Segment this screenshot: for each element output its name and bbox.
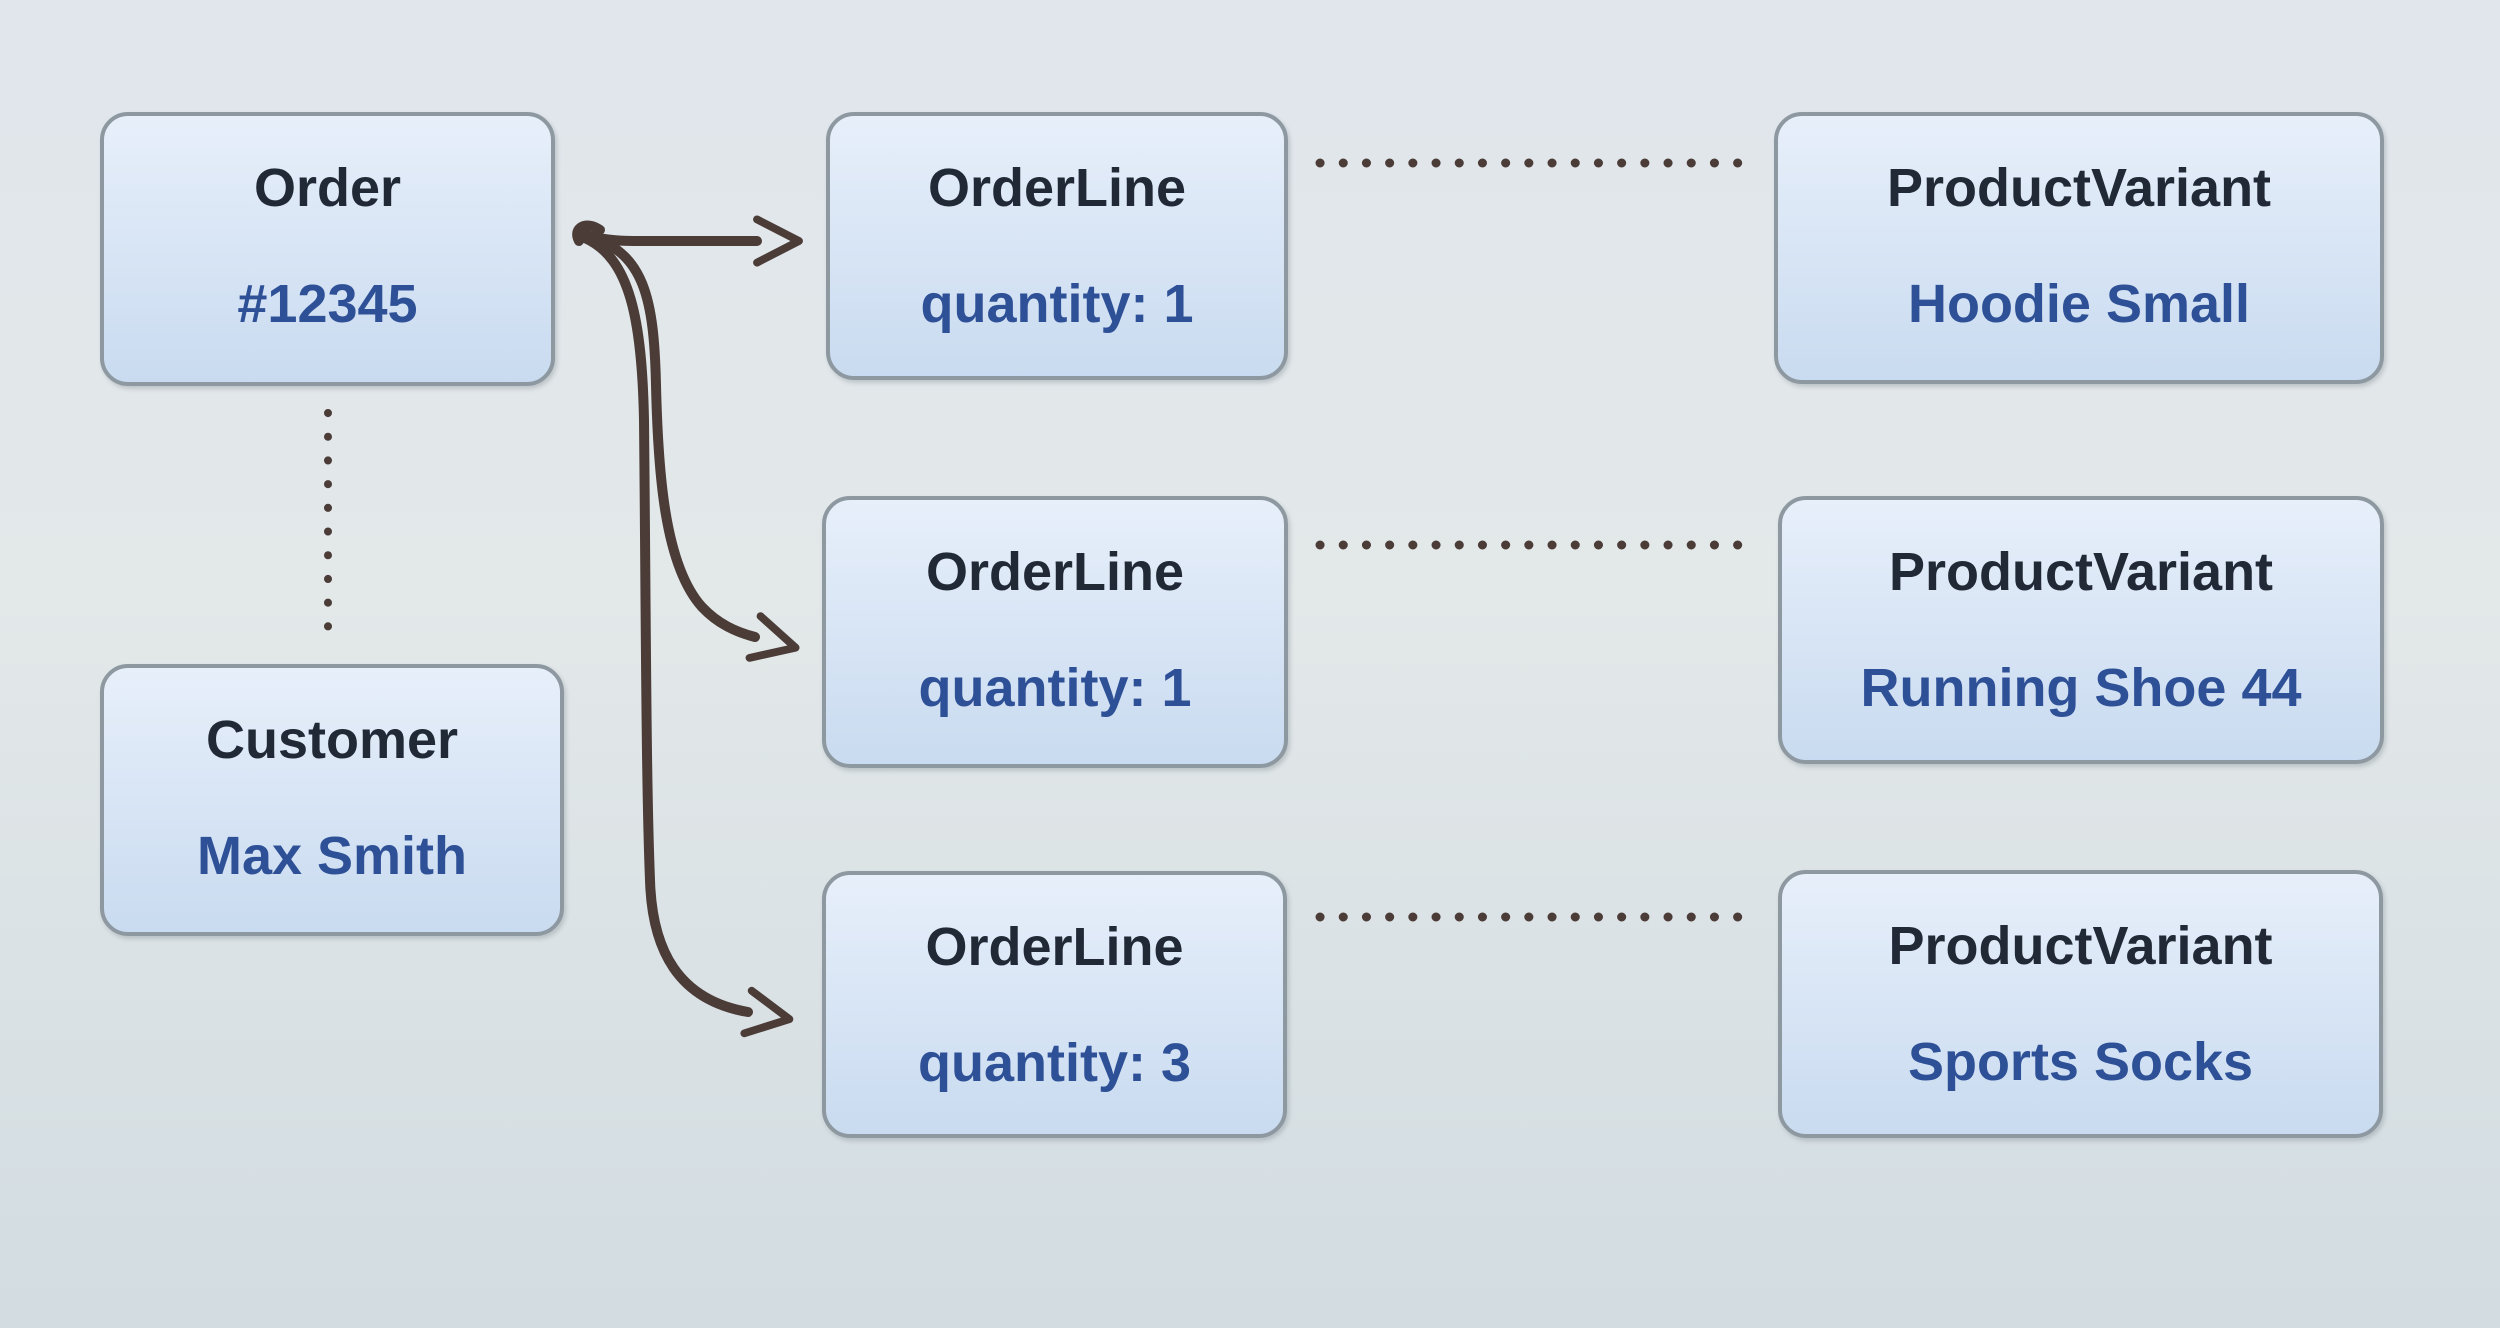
arrow-order-to-orderline-1 [582, 215, 803, 267]
customer-node-value: Max Smith [196, 826, 468, 886]
orderline-node-3: OrderLine quantity: 3 [822, 871, 1287, 1138]
productvariant-node-value: Running Shoe 44 [1860, 658, 2302, 718]
customer-node: Customer Max Smith [100, 664, 564, 936]
orderline-node-1: OrderLine quantity: 1 [826, 112, 1288, 380]
productvariant-node-2: ProductVariant Running Shoe 44 [1778, 496, 2384, 764]
productvariant-node-title: ProductVariant [1888, 916, 2273, 976]
arrow-origin-curl [572, 220, 605, 246]
order-node: Order #12345 [100, 112, 555, 386]
productvariant-node-title: ProductVariant [1888, 542, 2274, 602]
order-node-title: Order [253, 158, 402, 218]
productvariant-node-value: Sports Socks [1907, 1032, 2254, 1092]
orderline-node-title: OrderLine [925, 542, 1185, 602]
orderline-node-value: quantity: 1 [918, 658, 1192, 718]
orderline-node-value: quantity: 3 [917, 1033, 1191, 1093]
orderline-node-title: OrderLine [927, 158, 1187, 218]
productvariant-node-value: Hoodie Small [1907, 274, 2251, 334]
productvariant-node-title: ProductVariant [1886, 158, 2272, 218]
orderline-node-title: OrderLine [925, 917, 1184, 977]
productvariant-node-1: ProductVariant Hoodie Small [1774, 112, 2384, 384]
orderline-node-2: OrderLine quantity: 1 [822, 496, 1288, 768]
arrow-order-to-orderline-3 [580, 233, 794, 1038]
order-node-value: #12345 [237, 274, 418, 334]
customer-node-title: Customer [205, 710, 459, 770]
orderline-node-value: quantity: 1 [920, 274, 1194, 334]
productvariant-node-3: ProductVariant Sports Socks [1778, 870, 2383, 1138]
arrow-order-to-orderline-2 [580, 231, 800, 662]
